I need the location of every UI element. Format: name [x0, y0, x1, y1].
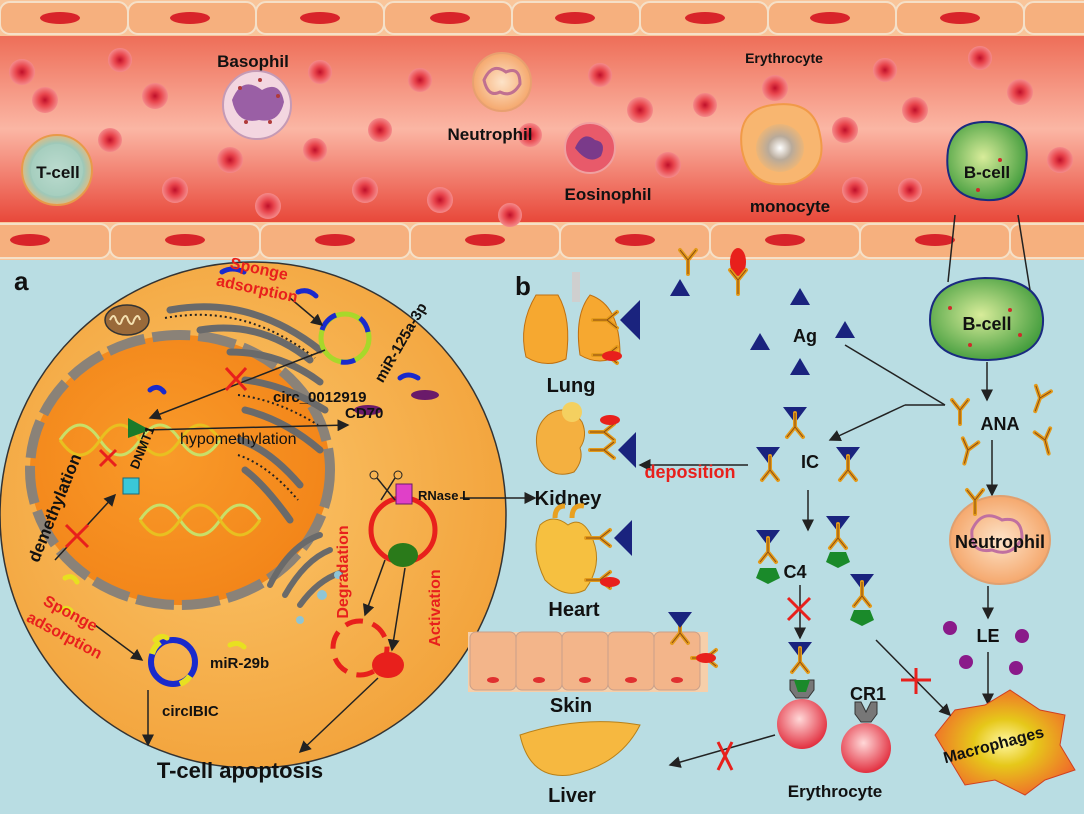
heart-organ	[535, 503, 598, 594]
circ-0012919	[318, 311, 372, 365]
kidney-organ	[535, 402, 586, 475]
erythrocyte-b-label: Erythrocyte	[788, 782, 882, 801]
skin-organ	[468, 631, 708, 692]
monocyte	[740, 103, 823, 186]
hypomethylation-label: hypomethylation	[180, 431, 297, 448]
dnmt1-shape	[128, 418, 150, 438]
liver-label: Liver	[548, 785, 596, 807]
degraded-ring	[330, 618, 390, 678]
b-cell-vessel	[946, 120, 1028, 202]
erythrocytes-cr1	[777, 679, 891, 773]
activated-rnase-l	[372, 652, 404, 678]
c4-label: C4	[783, 562, 806, 582]
inhibit-mark-demethylation	[64, 523, 90, 549]
basophil-label: Basophil	[217, 52, 289, 71]
rnase-l-label: RNase L	[418, 488, 470, 503]
organ-immune-complexes	[584, 300, 718, 668]
circ-ibic	[148, 637, 198, 687]
panel-b-letter: b	[515, 271, 531, 301]
methyl-square	[122, 477, 140, 495]
t-cell-label: T-cell	[36, 163, 79, 182]
le-particles	[943, 621, 1029, 675]
panel-b: b Lung Kidney Heart	[468, 214, 1076, 807]
b-cell-panel-b	[928, 276, 1045, 362]
kidney-label: Kidney	[535, 488, 603, 510]
basophil	[222, 70, 292, 140]
circibic-label: circIBIC	[162, 703, 219, 720]
neutrophil-b-label: Neutrophil	[955, 532, 1045, 552]
panel-a: a	[0, 255, 537, 783]
macrophages	[934, 689, 1076, 796]
heart-label: Heart	[548, 599, 599, 621]
erythrocytes-in-vessel	[9, 46, 1073, 227]
cr1-label: CR1	[850, 684, 886, 704]
rnase-l-ring	[368, 470, 438, 567]
degradation-label: Degradation	[335, 525, 352, 618]
dna-helix-bottom	[138, 503, 262, 537]
c4-complexes	[756, 516, 874, 626]
t-cell-vessel	[21, 134, 93, 206]
panel-a-letter: a	[14, 266, 29, 296]
neutrophil-vessel	[472, 52, 532, 112]
endoplasmic-reticulum	[166, 303, 329, 524]
nucleus	[25, 330, 335, 610]
eosinophil-label: Eosinophil	[565, 185, 652, 204]
inhibit-mark-dnmt1	[98, 448, 118, 468]
circ-0012919-label: circ_0012919	[273, 389, 366, 406]
liver-organ	[519, 721, 641, 776]
blood-vessel: T-cell Basophil Neutrophil Eosinophil Er…	[0, 0, 1084, 260]
deposition-label: deposition	[645, 462, 736, 482]
lung-label: Lung	[547, 375, 596, 397]
neutrophil-vessel-label: Neutrophil	[448, 125, 533, 144]
dna-helix-top	[58, 423, 222, 457]
b-cell-vessel-label: B-cell	[964, 163, 1010, 182]
le-label: LE	[976, 626, 999, 646]
b-cell-b-label: B-cell	[962, 314, 1011, 334]
monocyte-label: monocyte	[750, 197, 830, 216]
ana-label: ANA	[981, 414, 1020, 434]
eosinophil	[564, 122, 616, 174]
mir29b-label: miR-29b	[210, 655, 269, 672]
cd70-label: CD70	[345, 405, 383, 422]
t-cell-apoptosis-label: T-cell apoptosis	[157, 758, 323, 783]
ag-label: Ag	[793, 326, 817, 346]
ic-label: IC	[801, 452, 819, 472]
mitochondrion	[104, 304, 150, 336]
lung-organ	[523, 272, 621, 364]
erythrocyte-vessel-label: Erythrocyte	[745, 50, 823, 66]
skin-label: Skin	[550, 695, 592, 717]
neutrophil-panel-b	[949, 488, 1051, 585]
activation-label: Activation	[427, 569, 444, 646]
